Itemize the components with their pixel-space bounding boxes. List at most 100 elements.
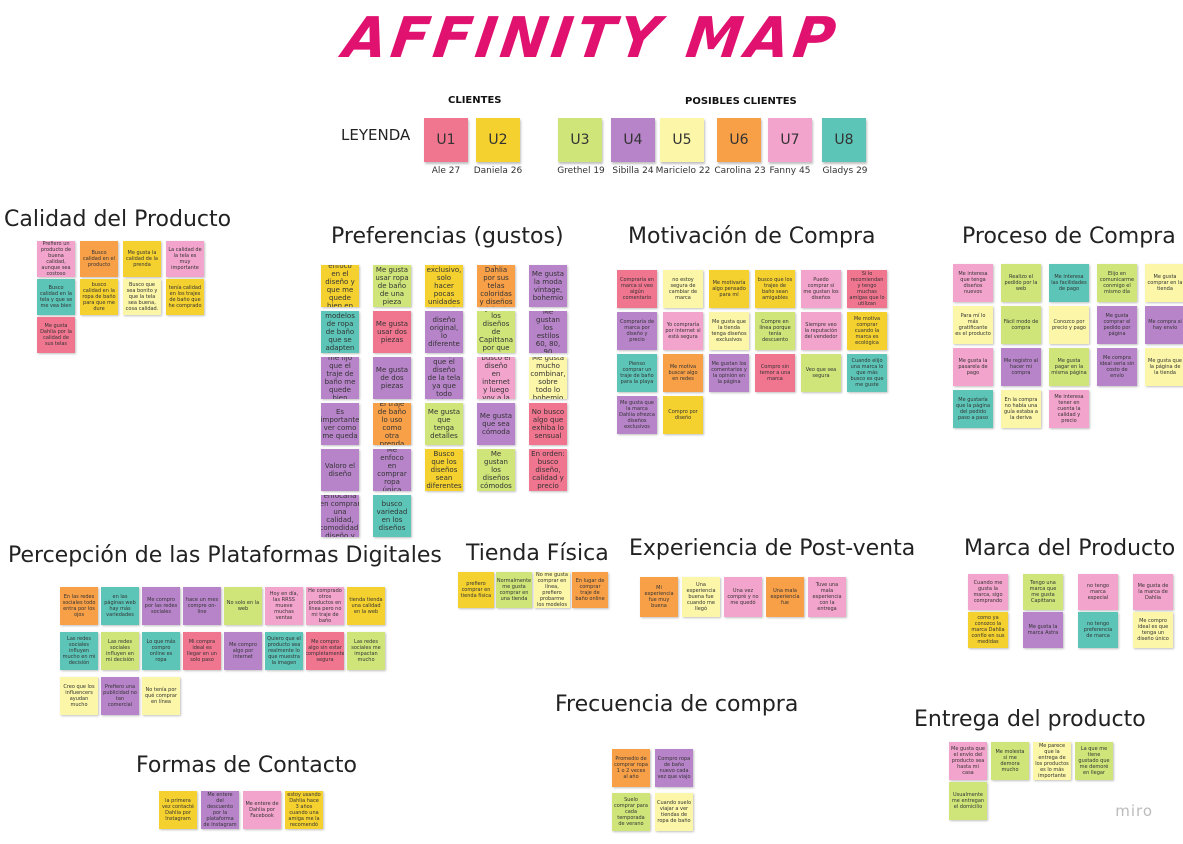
sticky-note-percepcion[interactable]: Lo que más compro online es ropa bbox=[142, 632, 180, 670]
sticky-note-proceso[interactable]: Me gusta pagar en la misma página bbox=[1049, 348, 1089, 386]
sticky-note-contacto[interactable]: Me entere de Dahlia por Facebook bbox=[243, 791, 281, 829]
sticky-note-frecuencia[interactable]: Compro ropa de baño nuevo cada vez que v… bbox=[655, 749, 693, 787]
sticky-note-percepcion[interactable]: En las redes sociales todo entra por los… bbox=[60, 587, 98, 625]
sticky-note-marca[interactable]: no tengo marca especial bbox=[1078, 574, 1118, 610]
sticky-note-motivacion[interactable]: Yo compraría por internet si está segura bbox=[663, 312, 703, 350]
sticky-note-proceso[interactable]: Me gusta que la página de la tienda bbox=[1145, 348, 1183, 386]
sticky-note-preferencias[interactable]: Me fijo que el diseño de la tela ya que … bbox=[425, 357, 463, 399]
sticky-note-motivacion[interactable]: Pienso comprar un traje de baño para la … bbox=[617, 354, 657, 392]
sticky-note-calidad[interactable]: Prefiero un producto de buena calidad, a… bbox=[37, 241, 75, 277]
sticky-note-motivacion[interactable]: Me gustan los comentarios y la opinión e… bbox=[709, 354, 749, 392]
sticky-note-calidad[interactable]: busco calidad en la ropa de baño para qu… bbox=[80, 279, 118, 315]
sticky-note-calidad[interactable]: Busco calidad en la tela y que se me vea… bbox=[37, 279, 75, 315]
sticky-note-percepcion[interactable]: Prefiero una publicidad no tan comercial bbox=[101, 677, 139, 715]
sticky-note-marca[interactable]: Me compro ideal es que tenga un diseño ú… bbox=[1133, 612, 1173, 648]
sticky-note-calidad[interactable]: Busco que sea bonito y que la tela sea b… bbox=[123, 279, 161, 315]
legend-user-u6[interactable]: U6 bbox=[717, 118, 761, 162]
sticky-note-preferencias[interactable]: Me enfoco en comprar ropa única bbox=[373, 449, 411, 491]
sticky-note-frecuencia[interactable]: Cuando suelo viajar a ver tiendas de rop… bbox=[655, 793, 693, 831]
sticky-note-marca[interactable]: como ya conozco la marca Dahlia confío e… bbox=[968, 612, 1008, 648]
sticky-note-proceso[interactable]: Para mí lo más gratificante es el produc… bbox=[953, 306, 993, 344]
sticky-note-preferencias[interactable]: Me gusta mucho combinar, sobre todo lo b… bbox=[529, 357, 567, 399]
sticky-note-preferencias[interactable]: El traje de baño lo uso como otra prenda bbox=[373, 403, 411, 445]
legend-user-u2[interactable]: U2 bbox=[476, 118, 520, 162]
sticky-note-preferencias[interactable]: No busco algo que exhiba lo sensual bbox=[529, 403, 567, 445]
sticky-note-percepcion[interactable]: Mi compra ideal es llegar en un solo pas… bbox=[183, 632, 221, 670]
sticky-note-preferencias[interactable]: Me gusta de dos piezas bbox=[373, 357, 411, 399]
sticky-note-preferencias[interactable]: me enfoco en el diseño y que me quede bi… bbox=[321, 265, 359, 307]
sticky-note-marca[interactable]: Me gusta la marca Astra bbox=[1023, 612, 1063, 648]
sticky-note-contacto[interactable]: la primera vez contacté Dahlia por Insta… bbox=[159, 791, 197, 829]
sticky-note-percepcion[interactable]: Creo que los influencers ayudan mucho bbox=[60, 677, 98, 715]
sticky-note-preferencias[interactable]: diseño original, lo diferente bbox=[425, 311, 463, 353]
sticky-note-preferencias[interactable]: En orden: busco diseño, calidad y precio bbox=[529, 449, 567, 491]
sticky-note-tienda[interactable]: Normalmente me gusta comprar en una tien… bbox=[496, 572, 532, 608]
sticky-note-percepcion[interactable]: hace un mes compre on-line bbox=[183, 587, 221, 625]
sticky-note-proceso[interactable]: Me gustaría que la página del pedido pas… bbox=[953, 390, 993, 428]
sticky-note-proceso[interactable]: Me gusta la pasarela de pago bbox=[953, 348, 993, 386]
sticky-note-preferencias[interactable]: Me gusta usar dos piezas bbox=[373, 311, 411, 353]
sticky-note-marca[interactable]: no tengo preferencia de marca bbox=[1078, 612, 1118, 648]
sticky-note-motivacion[interactable]: Puedo comprar si me gustan los diseños bbox=[801, 270, 841, 308]
sticky-note-marca[interactable]: Tengo una marca que me gusta Capittana bbox=[1023, 574, 1063, 610]
sticky-note-proceso[interactable]: Fácil modo de compra bbox=[1001, 306, 1041, 344]
sticky-note-entrega[interactable]: Usualmente me entregan el domicilio bbox=[949, 782, 987, 820]
sticky-note-percepcion[interactable]: Me compro por las redes sociales bbox=[142, 587, 180, 625]
sticky-note-proceso[interactable]: Me compra si hay envío bbox=[1145, 306, 1183, 344]
sticky-note-frecuencia[interactable]: Promedio de comprar ropa 1 o 2 veces al … bbox=[612, 749, 650, 787]
legend-user-u7[interactable]: U7 bbox=[768, 118, 812, 162]
sticky-note-percepcion[interactable]: Me compro algo por internet bbox=[224, 632, 262, 670]
sticky-note-preferencias[interactable]: Me gusta Dahlia por sus telas coloridas … bbox=[477, 265, 515, 307]
sticky-note-proceso[interactable]: Conozco por precio y pago bbox=[1049, 306, 1089, 344]
sticky-note-proceso[interactable]: Me gusta comprar el pedido por página bbox=[1097, 306, 1137, 344]
sticky-note-marca[interactable]: Cuando me gusta la marca, sigo comprando bbox=[968, 574, 1008, 610]
sticky-note-percepcion[interactable]: No tenía por qué comprar en línea bbox=[142, 677, 180, 715]
sticky-note-percepcion[interactable]: Quiero que el producto sea realmente lo … bbox=[265, 632, 303, 670]
sticky-note-preferencias[interactable]: me gusta que sea exclusivo, solo hacer p… bbox=[425, 265, 463, 307]
sticky-note-preferencias[interactable]: Me gustan los diseños de Capittana por q… bbox=[477, 311, 515, 353]
sticky-note-motivacion[interactable]: Me motivaría algo pensado para mí bbox=[709, 270, 749, 308]
sticky-note-entrega[interactable]: Me gusta que el envío del producto sea h… bbox=[949, 742, 987, 780]
sticky-note-entrega[interactable]: Me molesta si me demora mucho bbox=[991, 742, 1029, 780]
sticky-note-calidad[interactable]: Me gusta la calidad de la prenda bbox=[123, 241, 161, 277]
sticky-note-tienda[interactable]: No me gusta comprar en línea, prefiero p… bbox=[534, 572, 570, 608]
sticky-note-preferencias[interactable]: busco variedad en los diseños bbox=[373, 495, 411, 537]
sticky-note-motivacion[interactable]: Siempre veo la reputación del vendedor bbox=[801, 312, 841, 350]
sticky-note-calidad[interactable]: La calidad de la tela es muy importante bbox=[166, 241, 204, 277]
sticky-note-calidad[interactable]: Me gusta Dahlia por la calidad de sus te… bbox=[37, 317, 75, 353]
sticky-note-percepcion[interactable]: Hoy en día, las RRSS mueve muchas ventas bbox=[265, 587, 303, 625]
sticky-note-motivacion[interactable]: busco que los trajes de baño sean amigab… bbox=[755, 270, 795, 308]
sticky-note-motivacion[interactable]: Veo que sea segura bbox=[801, 354, 841, 392]
sticky-note-motivacion[interactable]: Me gusta que la marca Dahlia ofrezca dis… bbox=[617, 396, 657, 434]
sticky-note-motivacion[interactable]: Compre en línea porque tenía descuento bbox=[755, 312, 795, 350]
sticky-note-motivacion[interactable]: Compraría de marca por diseño y precio bbox=[617, 312, 657, 350]
sticky-note-preferencias[interactable]: Me gustan los estilos 60, 80, 90 bbox=[529, 311, 567, 353]
sticky-note-proceso[interactable]: En la compra no había una guía estaba a … bbox=[1001, 390, 1041, 428]
sticky-note-percepcion[interactable]: Las redes sociales me impactan mucho bbox=[347, 632, 385, 670]
sticky-note-frecuencia[interactable]: Suelo comprar para cada temporada de ver… bbox=[612, 793, 650, 831]
sticky-note-percepcion[interactable]: en las páginas web hay más variedades bbox=[101, 587, 139, 625]
sticky-note-postventa[interactable]: Una mala experiencia fue bbox=[766, 577, 804, 617]
sticky-note-motivacion[interactable]: Si lo recomiendan y tengo muchas amigas … bbox=[847, 270, 887, 308]
sticky-note-tienda[interactable]: En lugar de comprar traje de baño online bbox=[572, 572, 608, 608]
sticky-note-proceso[interactable]: Me interesa las facilidades de pago bbox=[1049, 264, 1089, 302]
sticky-note-preferencias[interactable]: primero busco el diseño en internet y lu… bbox=[477, 357, 515, 399]
sticky-note-proceso[interactable]: Me registro al hacer mi compra bbox=[1001, 348, 1041, 386]
sticky-note-preferencias[interactable]: Me gusta la moda vintage, bohemio bbox=[529, 265, 567, 307]
sticky-note-proceso[interactable]: Realizo el pedido por la web bbox=[1001, 264, 1041, 302]
sticky-note-motivacion[interactable]: Me gusta que la tienda tenga diseños exc… bbox=[709, 312, 749, 350]
sticky-note-proceso[interactable]: Me interesa tener en cuenta la calidad y… bbox=[1049, 390, 1089, 428]
sticky-note-preferencias[interactable]: me fijo que el traje de baño me quede bi… bbox=[321, 357, 359, 399]
sticky-note-proceso[interactable]: Me interesa que tenga diseños nuevos bbox=[953, 264, 993, 302]
sticky-note-percepcion[interactable]: tienda tienda una calidad en la web bbox=[347, 587, 385, 625]
sticky-note-postventa[interactable]: Una experiencia buena fue cuando me lleg… bbox=[682, 577, 720, 617]
sticky-note-preferencias[interactable]: Me gustan los diseños cómodos bbox=[477, 449, 515, 491]
sticky-note-preferencias[interactable]: Me gusta que sea cómoda bbox=[477, 403, 515, 445]
sticky-note-percepcion[interactable]: Me compro algo sin estar completamente s… bbox=[306, 632, 344, 670]
sticky-note-preferencias[interactable]: Valoro el diseño bbox=[321, 449, 359, 491]
sticky-note-entrega[interactable]: La que me tiene gustado que me demoré en… bbox=[1075, 742, 1113, 780]
sticky-note-motivacion[interactable]: Compro sin temor a una marca bbox=[755, 354, 795, 392]
sticky-note-motivacion[interactable]: Me motiva buscar algo en redes bbox=[663, 354, 703, 392]
sticky-note-percepcion[interactable]: He comprado otros productos en línea per… bbox=[306, 587, 344, 625]
sticky-note-postventa[interactable]: Una vez compré y no me quedó bbox=[724, 577, 762, 617]
